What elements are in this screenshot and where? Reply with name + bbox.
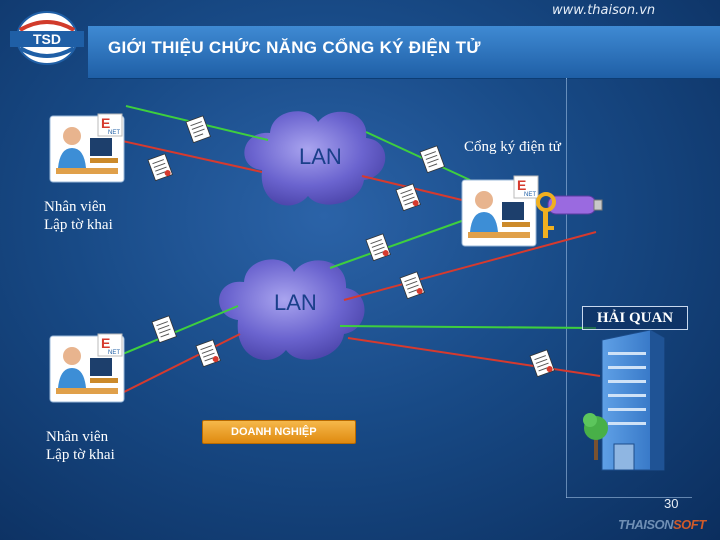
- document-icon: [395, 183, 421, 212]
- document-icon: [365, 233, 391, 262]
- gateway-label: Cổng ký điện tử: [464, 139, 561, 155]
- customs-label: HẢI QUAN: [582, 306, 688, 330]
- enet-badge-sub: NET: [108, 350, 120, 356]
- arrow-lan-to-staff-bottom: [123, 333, 241, 393]
- arrow-lan-top-to-gateway: [365, 131, 471, 181]
- enet-badge-icon: E NET: [97, 333, 123, 357]
- arrow-gateway-to-lan-bottom: [329, 217, 471, 269]
- brand-main: THAISON: [618, 517, 674, 532]
- staff-bottom-label-line1: Nhân viên: [46, 429, 109, 445]
- enet-badge-sub: NET: [108, 130, 120, 136]
- enet-badge-letter: E: [101, 335, 110, 351]
- frame-line-bottom: [566, 497, 692, 498]
- arrow-customs-to-lan: [347, 337, 601, 377]
- arrow-lan-bottom-to-gateway: [343, 231, 597, 301]
- usb-token-icon: [547, 195, 603, 215]
- enet-badge-icon: E NET: [97, 113, 123, 137]
- tsd-logo: TSD: [10, 11, 84, 65]
- brand-accent: SOFT: [673, 517, 706, 532]
- enet-badge-letter: E: [101, 115, 110, 131]
- site-url: www.thaison.vn: [552, 3, 656, 18]
- tree-icon: [583, 413, 608, 460]
- arrow-staff-bottom-to-lan: [117, 305, 239, 357]
- document-icon: [419, 145, 445, 174]
- key-icon: [536, 192, 556, 238]
- page-number: 30: [664, 496, 679, 511]
- logo-text: TSD: [33, 31, 61, 47]
- document-icon: [399, 271, 425, 300]
- enet-badge-sub: NET: [524, 192, 536, 198]
- frame-line-right: [566, 78, 567, 498]
- staff-top-label-line1: Nhân viên: [44, 199, 107, 215]
- lan-cloud-bottom: [219, 259, 365, 360]
- lan-label-top: LAN: [299, 144, 342, 169]
- document-icon: [151, 315, 177, 344]
- staff-bottom-label-line2: Lập tờ khai: [46, 447, 115, 463]
- customs-building-icon: [601, 329, 665, 471]
- header-bar: [88, 26, 720, 79]
- document-icon: [185, 115, 211, 144]
- document-icon: [195, 339, 221, 368]
- brand-footer: THAISONSOFT: [618, 517, 706, 532]
- enterprise-label: DOANH NGHIỆP: [202, 420, 356, 444]
- lan-label-bottom: LAN: [274, 290, 317, 315]
- arrow-lan-to-customs: [339, 325, 597, 329]
- lan-cloud-top: [244, 111, 386, 206]
- frame-corner: [566, 78, 567, 79]
- arrow-lan-top-to-staff: [117, 139, 263, 173]
- document-icon: [147, 153, 173, 182]
- slide-title: GIỚI THIỆU CHỨC NĂNG CỔNG KÝ ĐIỆN TỬ: [108, 38, 481, 57]
- document-icon: [529, 349, 555, 378]
- enet-badge-letter: E: [517, 177, 526, 193]
- enet-badge-icon: E NET: [513, 175, 539, 199]
- staff-top-label-line2: Lập tờ khai: [44, 217, 113, 233]
